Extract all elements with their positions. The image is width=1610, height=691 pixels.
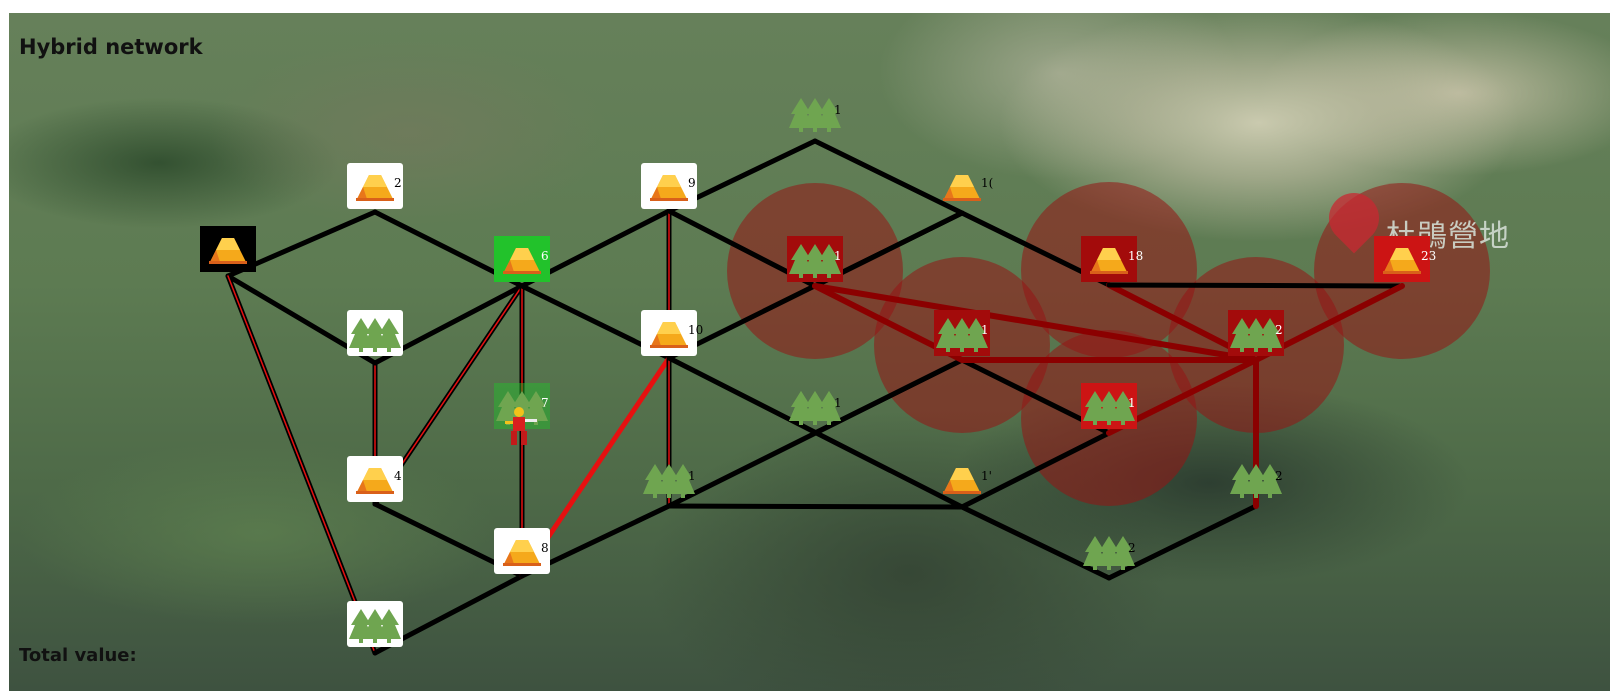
node-campsite[interactable]: 2 — [347, 163, 403, 209]
node-label: 2 — [1275, 469, 1283, 483]
edge — [666, 357, 965, 509]
page-title: Hybrid network — [19, 35, 203, 59]
node-label: 1' — [981, 469, 992, 483]
node-forest[interactable]: 2 — [1228, 456, 1284, 502]
total-value-label: Total value: — [19, 645, 137, 666]
node-forest[interactable]: 2 — [1081, 528, 1137, 574]
node-forest[interactable] — [347, 310, 403, 356]
node-forest[interactable]: 1 — [934, 310, 990, 356]
node-label: 18 — [1128, 249, 1144, 263]
node-label: 2 — [1128, 541, 1136, 555]
node-label: 1 — [834, 103, 842, 117]
node-label: 2 — [1275, 323, 1283, 337]
edge — [1106, 282, 1405, 289]
node-label: 1 — [834, 249, 842, 263]
node-label: 2 — [394, 176, 402, 190]
edge — [812, 138, 965, 216]
node-label: 1 — [1128, 396, 1136, 410]
edge — [959, 504, 1112, 581]
node-label: 6 — [541, 249, 549, 263]
node-campsite[interactable]: 6 — [494, 236, 550, 282]
edge — [959, 430, 1112, 510]
node-label: 9 — [688, 176, 696, 190]
node-forest[interactable] — [347, 601, 403, 647]
node-label: 4 — [394, 469, 402, 483]
node-campsite[interactable]: 1( — [934, 163, 994, 209]
node-campsite[interactable]: 18 — [1081, 236, 1143, 282]
node-label: 1 — [834, 396, 842, 410]
node-label: 1 — [981, 323, 989, 337]
node-campsite[interactable]: 1' — [934, 456, 992, 502]
node-forest[interactable]: 2 — [1228, 310, 1284, 356]
node-campsite[interactable]: 8 — [494, 528, 550, 574]
node-campsite[interactable]: 23 — [1374, 236, 1436, 282]
node-label: 23 — [1421, 249, 1437, 263]
node-forest[interactable]: 1 — [641, 456, 697, 502]
node-campsite[interactable]: 10 — [641, 310, 703, 356]
node-forest[interactable]: 1 — [1081, 383, 1137, 429]
node-forest[interactable]: 1 — [787, 383, 843, 429]
node-campsite[interactable] — [200, 226, 256, 272]
edge-core — [227, 275, 376, 654]
node-label: 1( — [981, 176, 994, 190]
edge-burning — [812, 283, 1259, 363]
node-label: 8 — [541, 541, 549, 555]
edge — [666, 503, 965, 510]
firefighter-icon[interactable] — [501, 405, 541, 449]
node-label: 10 — [688, 323, 704, 337]
node-forest[interactable]: 7 — [494, 383, 550, 429]
node-label: 7 — [541, 396, 549, 410]
node-label: 1 — [688, 469, 696, 483]
node-forest[interactable]: 1 — [787, 236, 843, 282]
node-campsite[interactable]: 4 — [347, 456, 403, 502]
node-campsite[interactable]: 9 — [641, 163, 697, 209]
node-forest[interactable]: 1 — [787, 90, 843, 136]
